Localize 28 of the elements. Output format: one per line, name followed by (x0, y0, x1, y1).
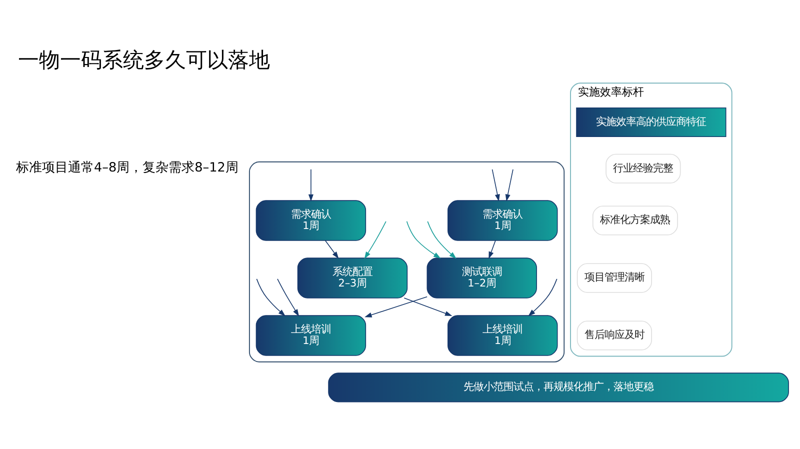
arrow (364, 296, 428, 318)
arrow (505, 169, 514, 202)
arrow (528, 278, 558, 316)
arrow (277, 278, 300, 316)
arrow (256, 278, 286, 316)
node-box: 需求确认 1周 (448, 200, 558, 241)
node-box: 需求确认 1周 (256, 200, 366, 241)
node-box: 上线培训 1周 (256, 315, 366, 356)
node-box: 上线培训 1周 (448, 315, 558, 356)
node-box: 行业经验完整 (606, 154, 681, 184)
arrow (427, 221, 456, 259)
arrow (488, 240, 496, 259)
label: 标准项目通常4–8周，复杂需求8–12周 (16, 160, 238, 176)
node-box: 标准化方案成熟 (592, 206, 678, 236)
node-box: 实施效率高的供应商特征 (576, 108, 726, 138)
node-box: 先做小范围试点，再规模化推广，落地更稳 (328, 372, 789, 402)
node-box: 项目管理清晰 (576, 263, 652, 293)
arrow (308, 169, 314, 202)
arrow (404, 298, 452, 316)
node-box: 测试联调 1–2周 (426, 258, 537, 298)
node-box: 售后响应及时 (576, 320, 652, 350)
cluster (248, 161, 565, 362)
arrow (492, 169, 500, 202)
arrow (324, 240, 339, 259)
diagram-title: 一物一码系统多久可以落地 (18, 48, 270, 72)
arrow (364, 221, 386, 259)
arrow (406, 220, 441, 258)
node-box: 系统配置 2–3周 (297, 258, 408, 298)
